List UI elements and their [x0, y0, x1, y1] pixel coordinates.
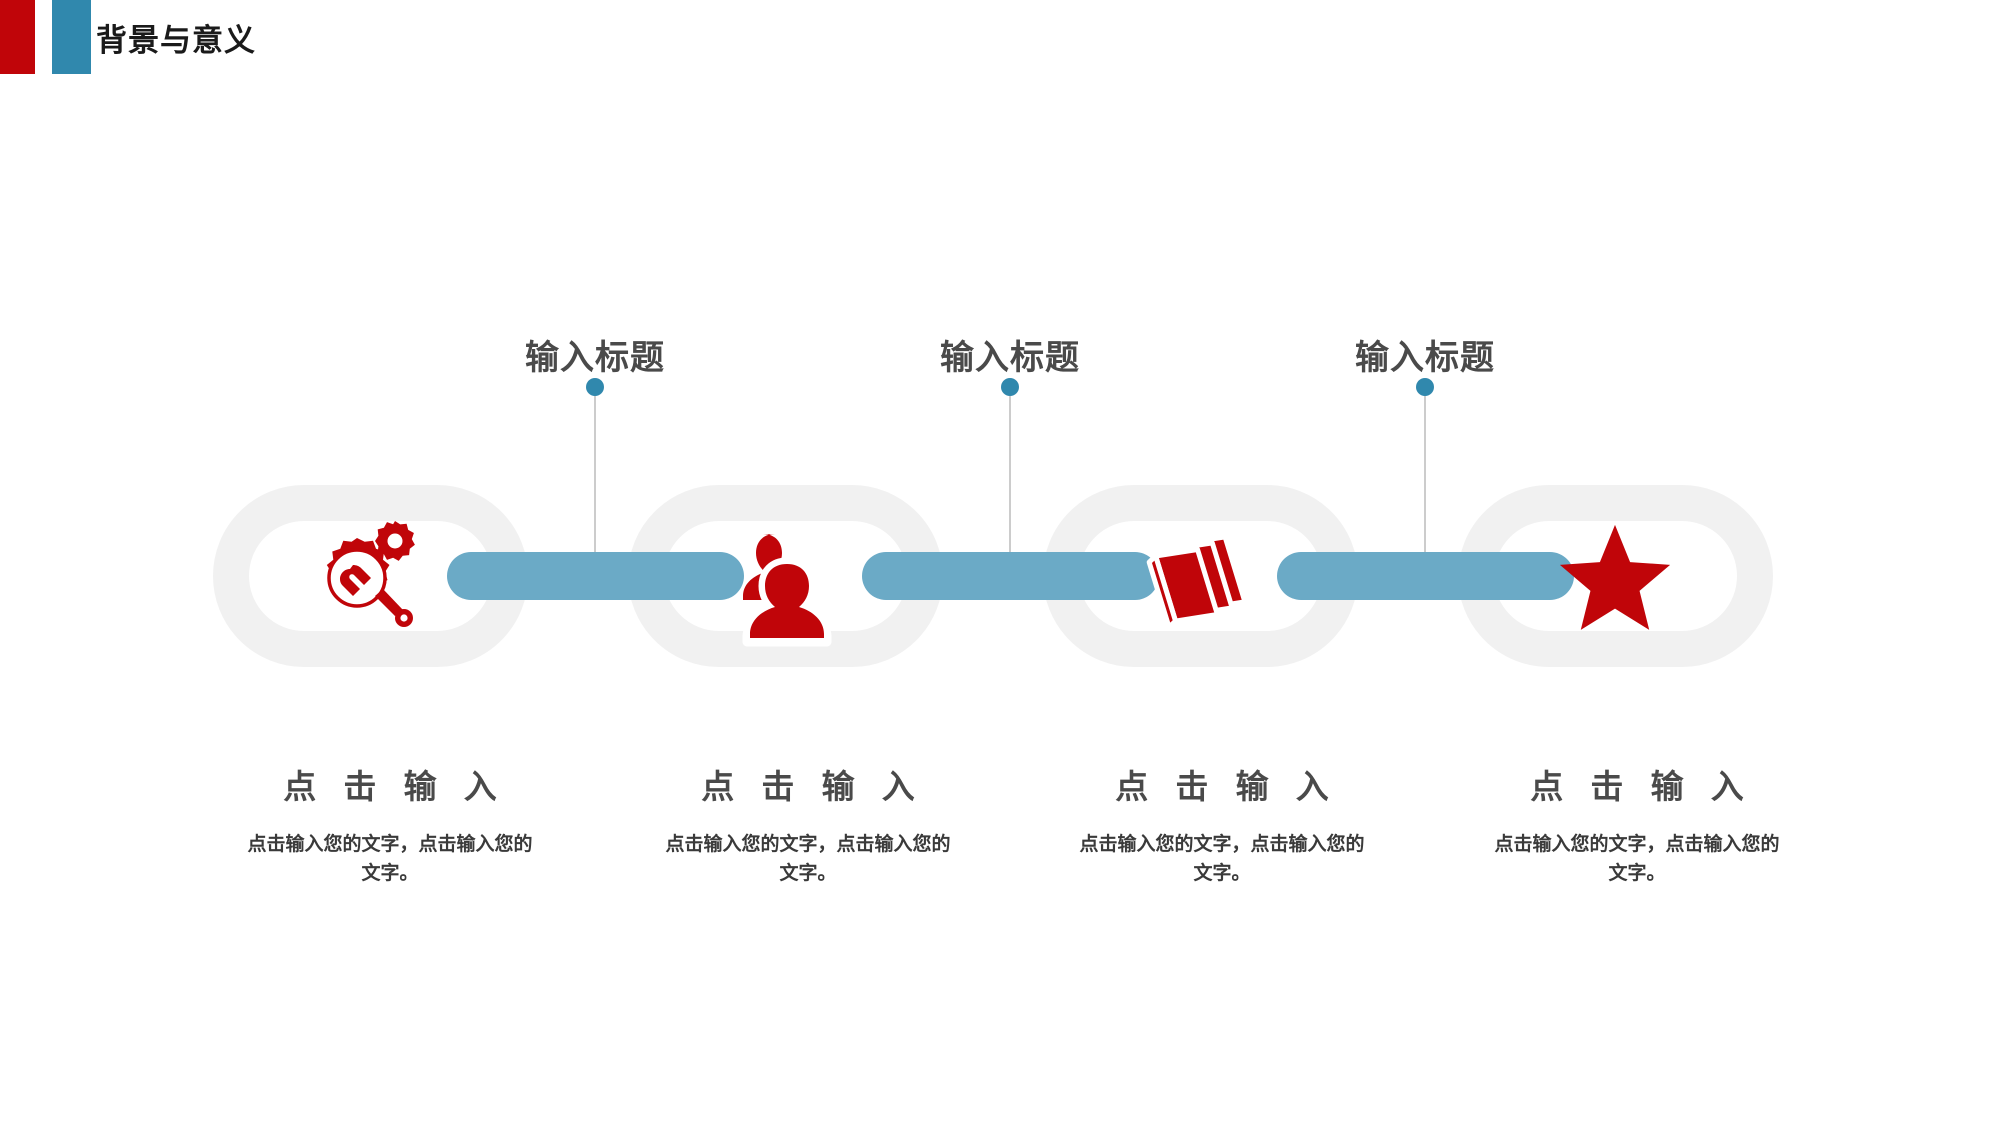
- callout-3-dot: [1416, 378, 1434, 396]
- slide-header: 背景与意义: [0, 0, 2000, 74]
- callout-1-label: 输入标题: [525, 339, 665, 377]
- step-text-4: 点 击 输 入 点击输入您的文字，点击输入您的文字。: [1487, 760, 1787, 889]
- connector-bar-3: [1277, 552, 1574, 600]
- callout-2-label: 输入标题: [940, 339, 1080, 377]
- step-icon-4: [1550, 513, 1680, 643]
- step-1-heading: 点 击 输 入: [283, 768, 506, 805]
- callout-3-line: [1424, 396, 1426, 580]
- step-text-1: 点 击 输 入 点击输入您的文字，点击输入您的文字。: [240, 760, 540, 889]
- step-3-heading: 点 击 输 入: [1115, 768, 1338, 805]
- step-1-body: 点击输入您的文字，点击输入您的文字。: [247, 834, 533, 885]
- callout-1-line: [594, 396, 596, 580]
- step-4-body: 点击输入您的文字，点击输入您的文字。: [1494, 834, 1780, 885]
- step-icon-2: [720, 513, 850, 647]
- step-icon-3: [1135, 513, 1265, 643]
- step-3-body: 点击输入您的文字，点击输入您的文字。: [1079, 834, 1365, 885]
- step-text-2: 点 击 输 入 点击输入您的文字，点击输入您的文字。: [658, 760, 958, 889]
- step-2-body: 点击输入您的文字，点击输入您的文字。: [665, 834, 951, 885]
- step-4-heading: 点 击 输 入: [1530, 768, 1753, 805]
- connector-bar-1: [447, 552, 744, 600]
- step-2-heading: 点 击 输 入: [701, 768, 924, 805]
- callout-2-line: [1009, 396, 1011, 580]
- step-icon-1: [305, 513, 435, 643]
- callout-2-dot: [1001, 378, 1019, 396]
- header-red-accent-bar: [0, 0, 35, 74]
- step-text-3: 点 击 输 入 点击输入您的文字，点击输入您的文字。: [1072, 760, 1372, 889]
- callout-1-dot: [586, 378, 604, 396]
- callout-3-label: 输入标题: [1355, 339, 1495, 377]
- slide-title: 背景与意义: [96, 22, 256, 58]
- header-blue-accent-bar: [52, 0, 91, 74]
- connector-bar-2: [862, 552, 1159, 600]
